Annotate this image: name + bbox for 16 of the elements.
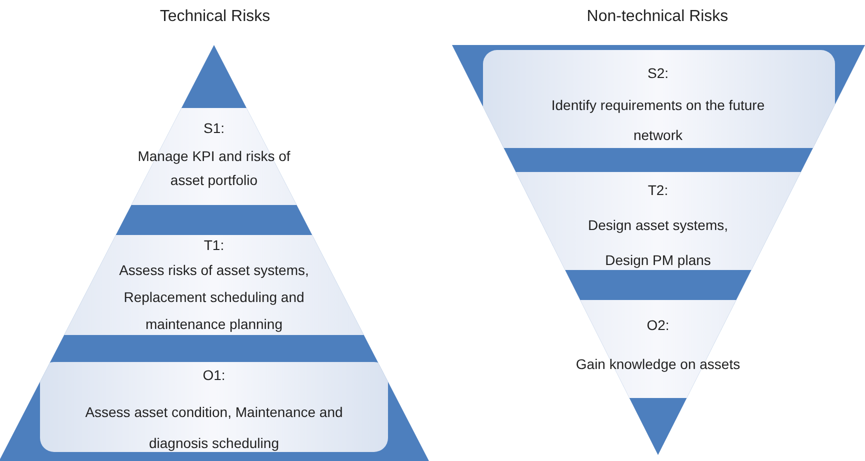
tier-description: Identify requirements on the future network xyxy=(550,96,766,145)
tier-description: Assess risks of asset systems, Replacement scheduling and maintenance planning xyxy=(118,261,310,334)
pyramid-title: Non-technical Risks xyxy=(586,8,730,26)
tier-label: T2: xyxy=(646,181,670,200)
pyramid-tier xyxy=(40,362,388,452)
tier-description: Gain knowledge on assets xyxy=(574,355,742,374)
tier-description: Design asset systems, Design PM plans xyxy=(586,216,730,270)
tier-label: S1: xyxy=(202,119,226,138)
tier-label: T1: xyxy=(202,236,226,255)
tier-description: Assess asset condition, Maintenance and diagnosis scheduling xyxy=(84,403,344,453)
tier-label: O1: xyxy=(202,366,226,385)
pyramid-title: Technical Risks xyxy=(158,8,272,26)
pyramid-tier xyxy=(483,50,835,148)
tier-label: S2: xyxy=(646,64,670,83)
tier-description: Manage KPI and risks of asset portfolio xyxy=(136,147,292,190)
tier-label: O2: xyxy=(646,316,670,335)
